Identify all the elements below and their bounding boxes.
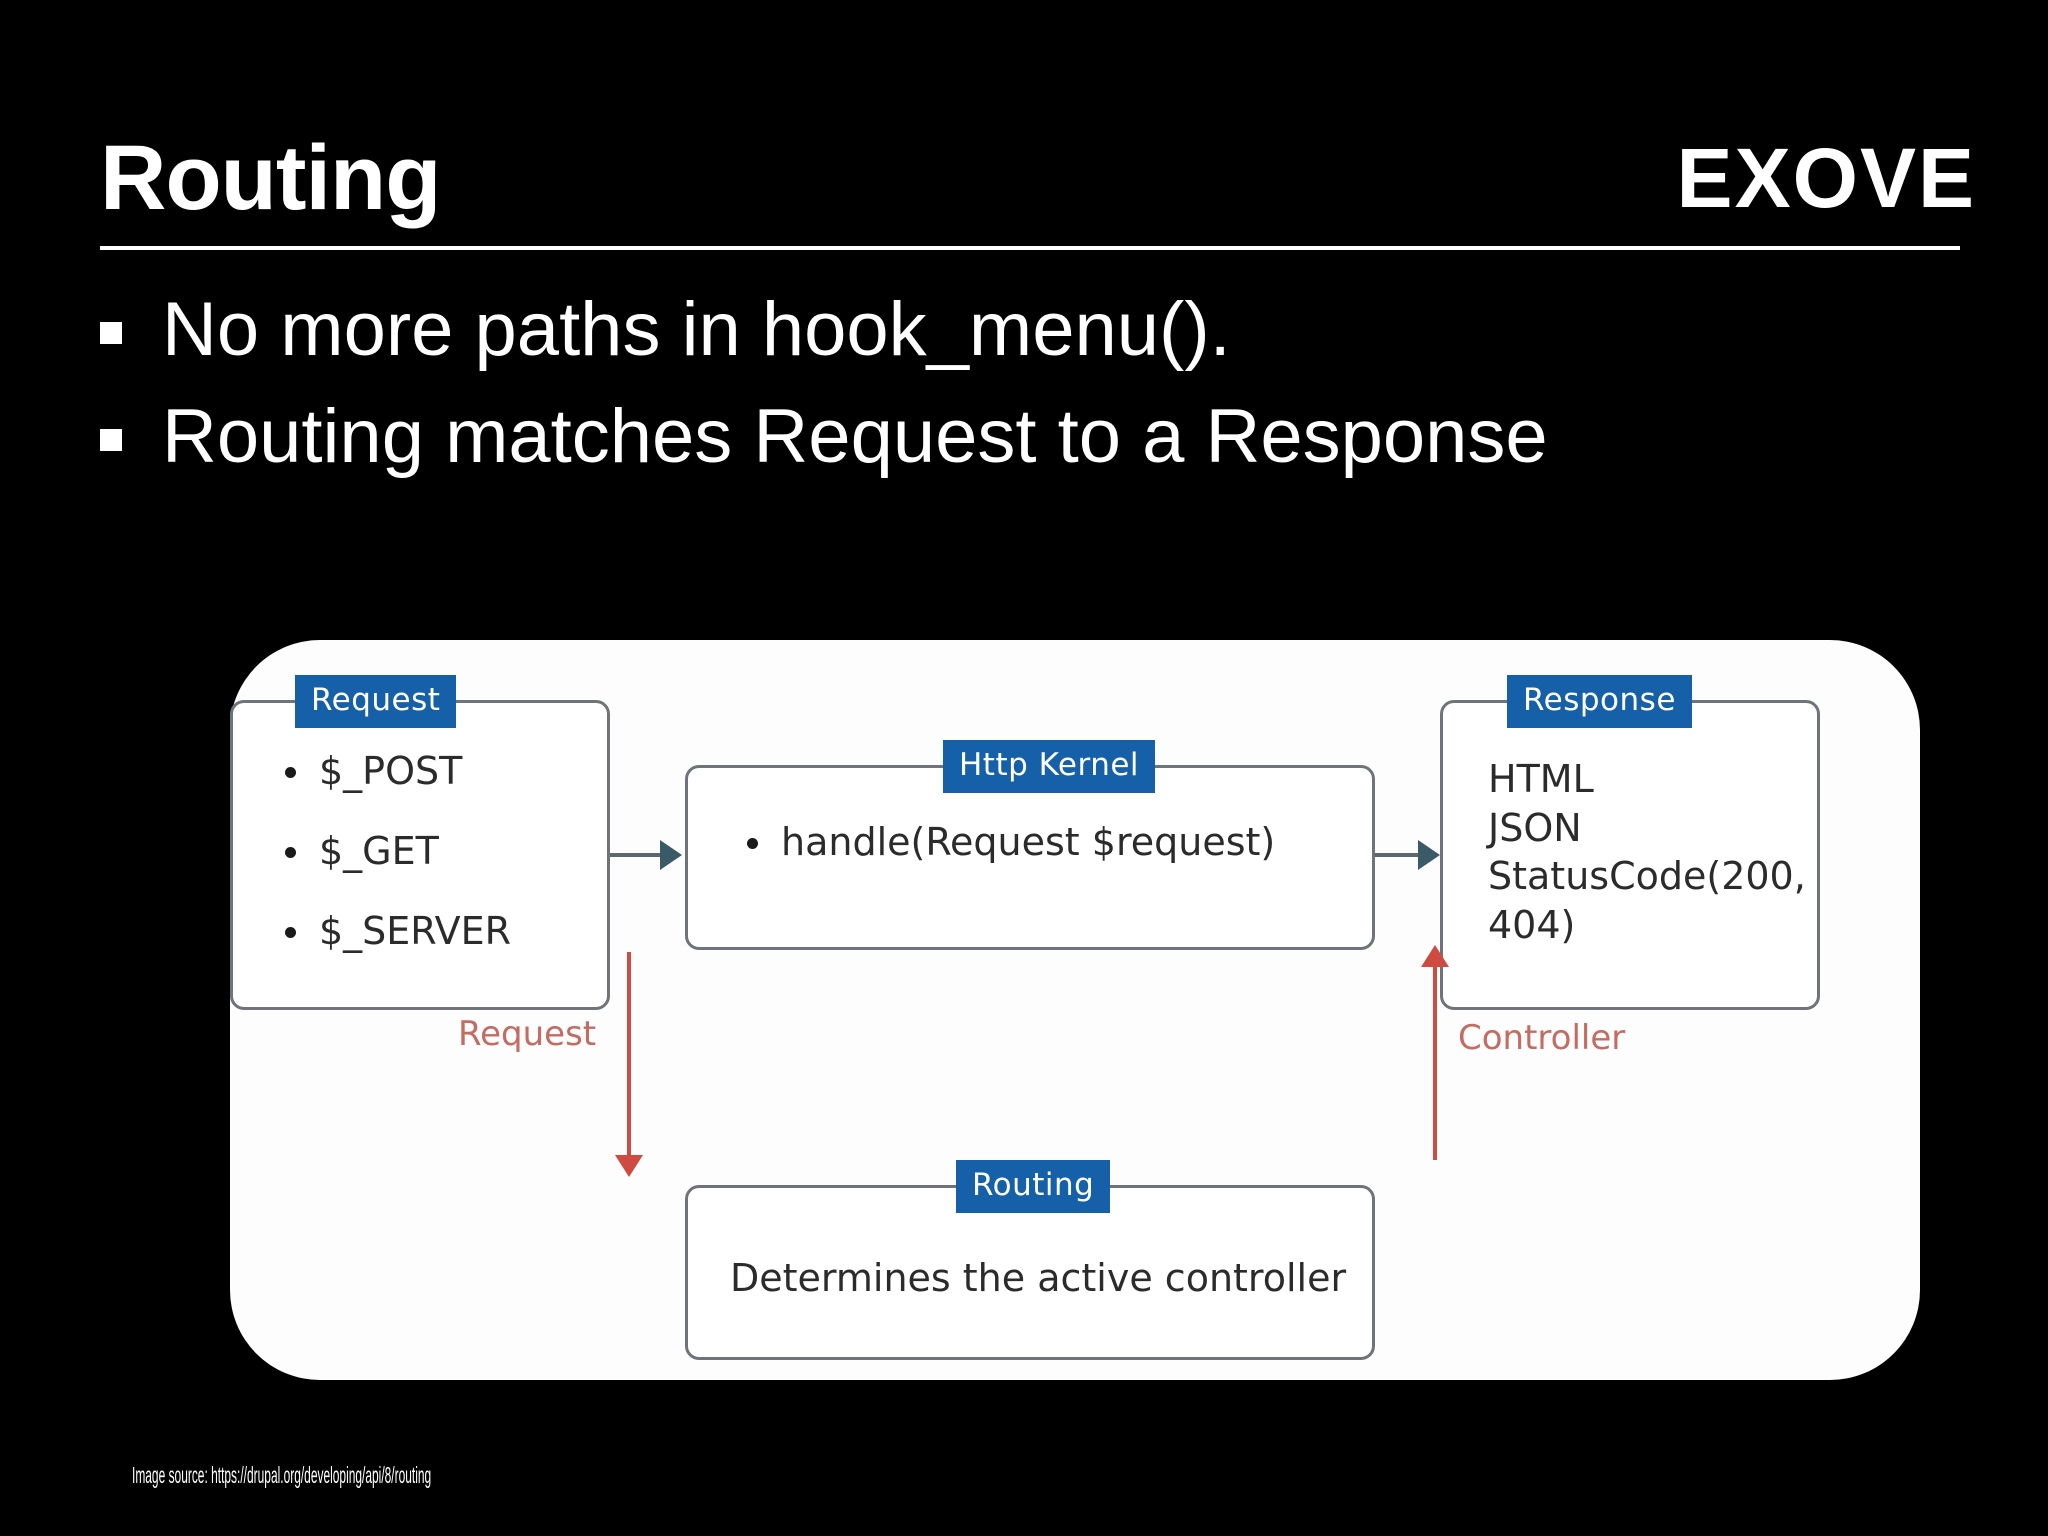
edge-label-controller: Controller bbox=[1458, 1018, 1626, 1058]
diagram-box-response: HTML JSON StatusCode(200, 404) bbox=[1440, 700, 1820, 1010]
arrowhead-down-icon bbox=[615, 1155, 643, 1177]
kernel-item-list: handle(Request $request) bbox=[743, 820, 1275, 864]
diagram-box-request: $_POST $_GET $_SERVER bbox=[230, 700, 610, 1010]
badge-response: Response bbox=[1507, 675, 1692, 728]
arrowhead-right-icon bbox=[660, 840, 682, 870]
badge-request: Request bbox=[295, 675, 457, 728]
diagram-panel: $_POST $_GET $_SERVER Request handle(Req… bbox=[230, 640, 1920, 1380]
bullet-text: Routing matches Request to a Response bbox=[162, 394, 1548, 479]
arrowhead-right-icon bbox=[1418, 840, 1440, 870]
list-item: Routing matches Request to a Response bbox=[100, 389, 1980, 484]
square-bullet-icon bbox=[100, 428, 122, 451]
page-title: Routing bbox=[100, 127, 441, 229]
list-item: $_GET bbox=[281, 829, 511, 873]
response-lines: HTML JSON StatusCode(200, 404) bbox=[1488, 757, 1806, 947]
connector-routing-to-kernel bbox=[1433, 952, 1437, 1160]
title-divider bbox=[100, 246, 1960, 250]
diagram-box-http-kernel: handle(Request $request) bbox=[685, 765, 1375, 950]
list-item: $_SERVER bbox=[281, 909, 511, 953]
connector-kernel-to-routing bbox=[627, 952, 631, 1160]
bullet-text: No more paths in hook_menu(). bbox=[162, 287, 1231, 372]
diagram-box-routing: Determines the active controller bbox=[685, 1185, 1375, 1360]
connector-request-to-kernel bbox=[610, 853, 662, 857]
badge-http-kernel: Http Kernel bbox=[943, 740, 1156, 793]
badge-routing: Routing bbox=[956, 1160, 1111, 1213]
routing-description: Determines the active controller bbox=[730, 1256, 1347, 1300]
bullet-list: No more paths in hook_menu(). Routing ma… bbox=[100, 282, 1980, 496]
edge-label-request: Request bbox=[458, 1014, 597, 1054]
arrowhead-up-icon bbox=[1421, 945, 1449, 967]
list-item: handle(Request $request) bbox=[743, 820, 1275, 864]
list-item: No more paths in hook_menu(). bbox=[100, 282, 1980, 377]
request-item-list: $_POST $_GET $_SERVER bbox=[281, 749, 511, 989]
list-item: $_POST bbox=[281, 749, 511, 793]
source-note: Image source: https://drupal.org/develop… bbox=[132, 1462, 432, 1488]
square-bullet-icon bbox=[100, 321, 122, 344]
diagram-canvas: $_POST $_GET $_SERVER Request handle(Req… bbox=[230, 640, 1920, 1380]
brand-logo-exove: EXOVE bbox=[1676, 131, 1976, 225]
connector-kernel-to-response bbox=[1375, 853, 1420, 857]
